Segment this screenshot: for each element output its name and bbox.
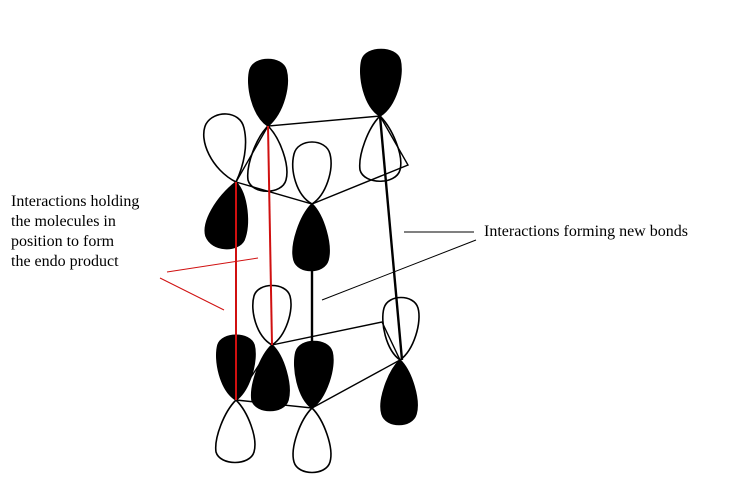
endo-interactions-label: Interactions holding the molecules in po… <box>11 192 186 272</box>
endo-label-line: Interactions holding <box>11 193 140 210</box>
new-bond-interactions <box>310 115 477 408</box>
molecule-frame <box>235 321 401 409</box>
label-pointer-line <box>166 257 259 273</box>
orbital-lobe-white <box>292 406 332 474</box>
orbital-lobe-black <box>380 358 418 426</box>
lower-molecule <box>214 284 420 474</box>
secondary-interaction-line <box>267 125 273 346</box>
label-pointer-line <box>321 239 477 301</box>
upper-molecule <box>202 48 410 272</box>
orbital-lobe-black <box>248 58 288 128</box>
orbital-lobe-black <box>360 48 402 117</box>
label-pointer-line <box>159 277 225 311</box>
new-bonds-label: Interactions forming new bonds <box>484 223 688 240</box>
new-bond-line <box>378 115 404 361</box>
molecule-frame <box>235 115 410 205</box>
secondary-interactions <box>159 125 273 400</box>
orbital-lobe-white <box>214 398 256 464</box>
endo-label-line: the endo product <box>11 253 119 270</box>
orbital-lobe-white <box>202 113 247 184</box>
orbital-lobe-white <box>292 141 332 205</box>
endo-label-line: the molecules in <box>11 213 116 230</box>
orbital-lobe-black <box>293 340 334 409</box>
orbital-lobe-white <box>358 114 402 183</box>
orbital-lobe-black <box>250 343 290 412</box>
orbital-lobe-black <box>204 180 249 250</box>
endo-label-line: position to form <box>11 233 115 250</box>
